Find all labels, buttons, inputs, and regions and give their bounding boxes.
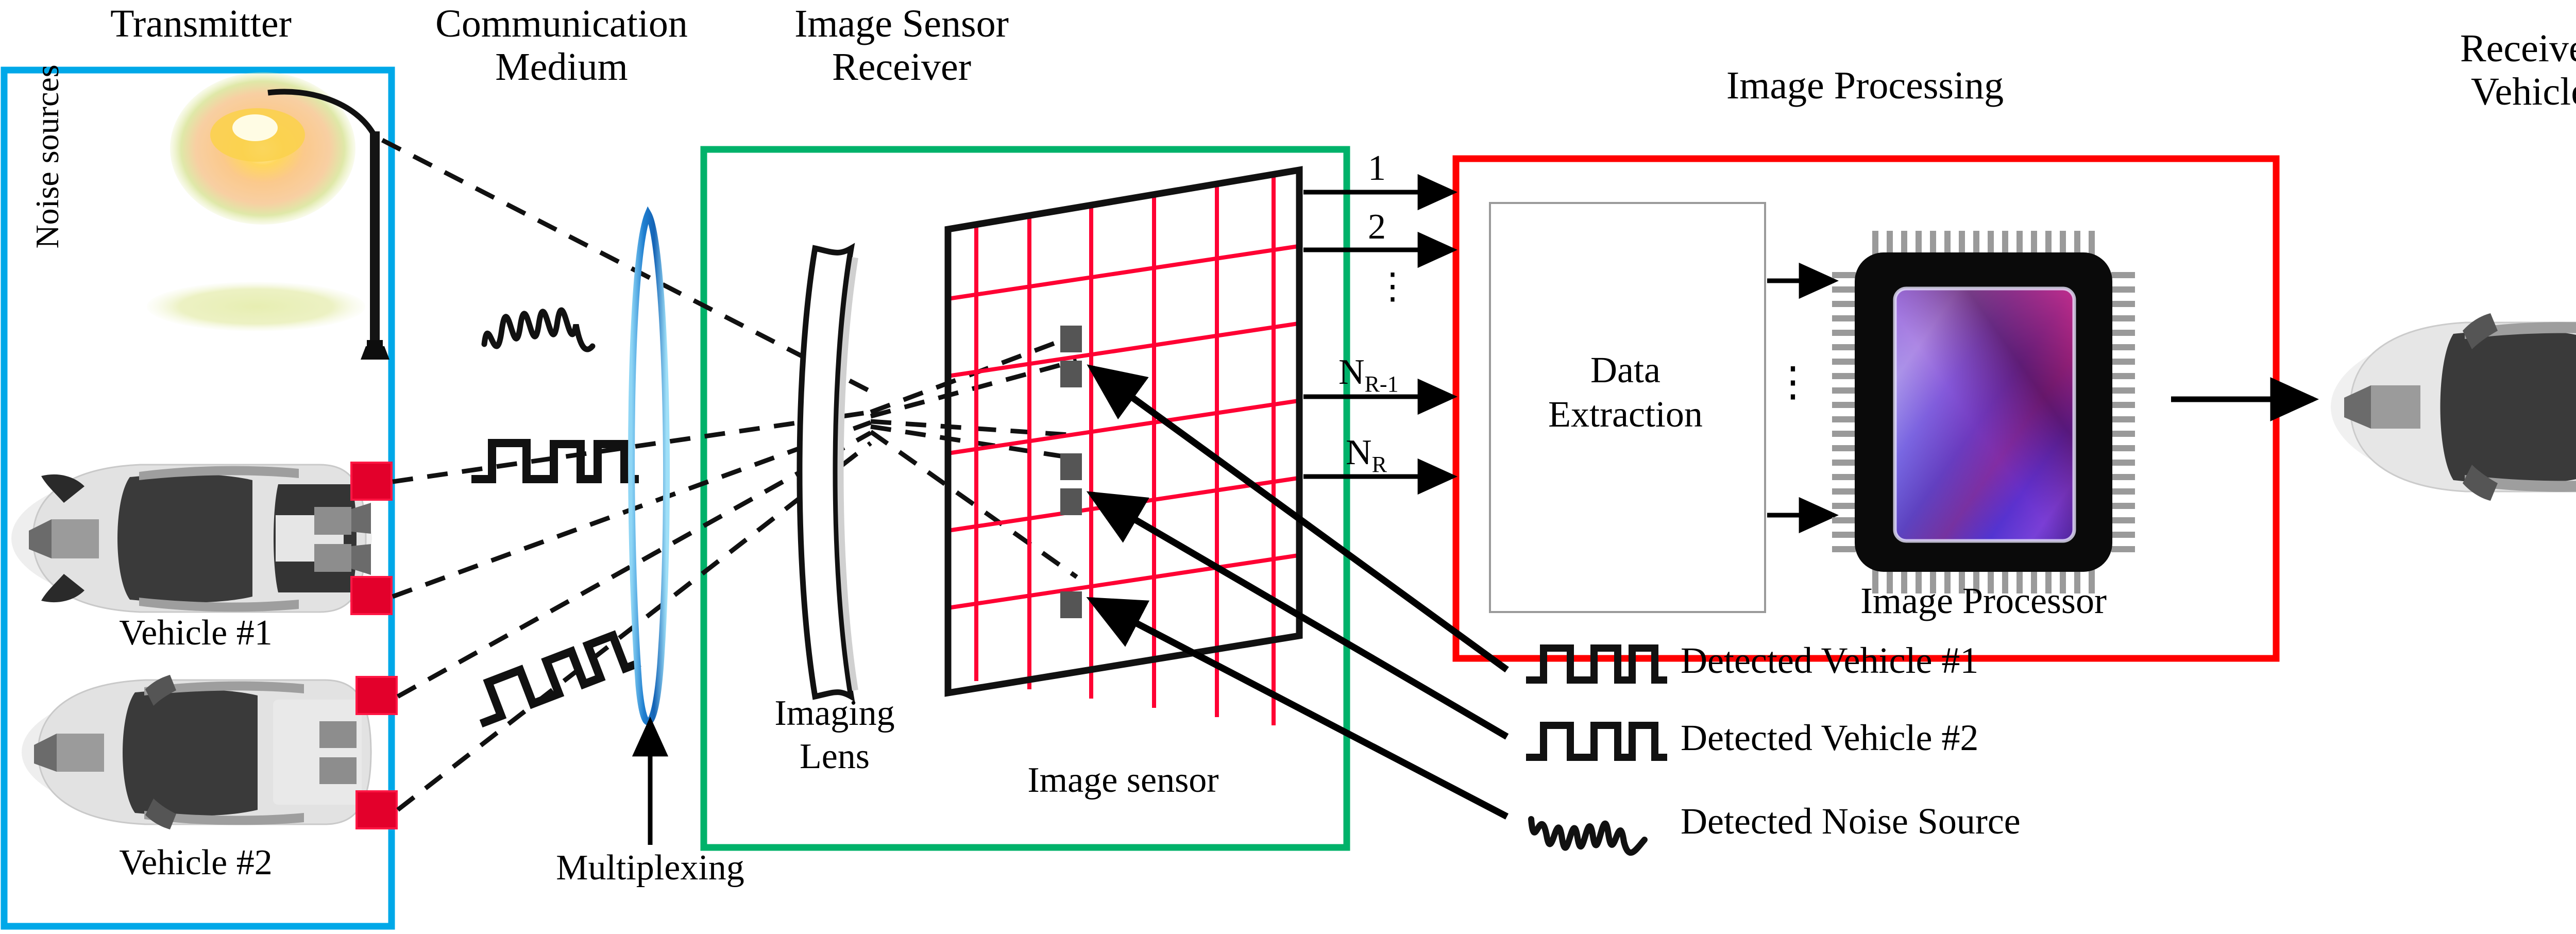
data-extraction-label-line2: Extraction [1548,394,1703,435]
square-wave-vehicle-1 [471,439,639,483]
image-processor-label: Image Processor [1860,580,2107,621]
noise-waveform-medium [481,307,596,352]
detected-vehicle-2-label: Detected Vehicle #2 [1681,717,1979,758]
street-lamp-noise-source [147,72,389,360]
channel-label-2: 2 [1368,207,1386,247]
image-sensor-plane [944,166,1303,725]
channel-label-nr-minus-1: NR-1 [1338,353,1399,397]
page-title-image-sensor-receiver-line2: Receiver [832,45,972,89]
vehicle-2-label: Vehicle #2 [119,843,273,882]
vehicle-2-illustration [22,675,398,829]
image-processor-chip [1832,231,2135,593]
detected-vehicle-1-waveform [1526,644,1667,684]
detection-leader-arrows [1086,364,1509,820]
processing-vertical-dots: ⋮ [1772,360,1814,405]
channel-label-ellipsis: ⋮ [1375,267,1411,307]
page-title-image-sensor-receiver-line1: Image Sensor [794,2,1009,45]
vehicle-1-label: Vehicle #1 [119,613,273,653]
detected-vehicle-1-label: Detected Vehicle #1 [1681,640,1979,681]
channel-label-1: 1 [1368,148,1386,188]
channel-nr-base: N [1346,433,1372,472]
receiver-vehicle-illustration [2331,313,2576,501]
multiplexing-ellipse [628,206,670,725]
channel-label-nr: NR [1346,433,1387,477]
imaging-lens-label-line2: Lens [799,737,870,776]
noise-sources-label: Noise sources [29,64,66,249]
channel-arrows [1303,174,1458,495]
image-sensor-label: Image sensor [1027,760,1219,800]
vehicle-1-illustration [11,462,393,615]
square-wave-vehicle-2 [479,630,641,728]
multiplexing-label: Multiplexing [556,848,744,888]
page-title-image-processing: Image Processing [1726,64,2004,107]
data-extraction-box [1489,202,1766,613]
image-sensor-receiver-box [700,146,1350,851]
detected-noise-waveform [1528,816,1648,856]
imaging-lens-label-line1: Imaging [774,693,895,733]
page-title-transmitter: Transmitter [110,2,292,45]
extraction-to-chip-arrows [1767,262,1839,534]
page-title-receiver-vehicle-line1: Receiver [2460,27,2576,70]
page-title-communication-medium-line1: Communication [435,2,688,45]
page-title-communication-medium-line2: Medium [495,45,628,89]
data-extraction-label-line1: Data [1590,349,1660,390]
page-title-receiver-vehicle-line2: Vehicle [2471,70,2576,113]
detected-noise-source-label: Detected Noise Source [1681,801,2021,842]
channel-nr-minus-1-base: N [1338,352,1365,392]
channel-nr-minus-1-sub: R-1 [1364,371,1399,397]
detected-vehicle-2-waveform [1526,722,1667,761]
channel-nr-sub: R [1371,452,1387,477]
imaging-lens [796,243,858,702]
